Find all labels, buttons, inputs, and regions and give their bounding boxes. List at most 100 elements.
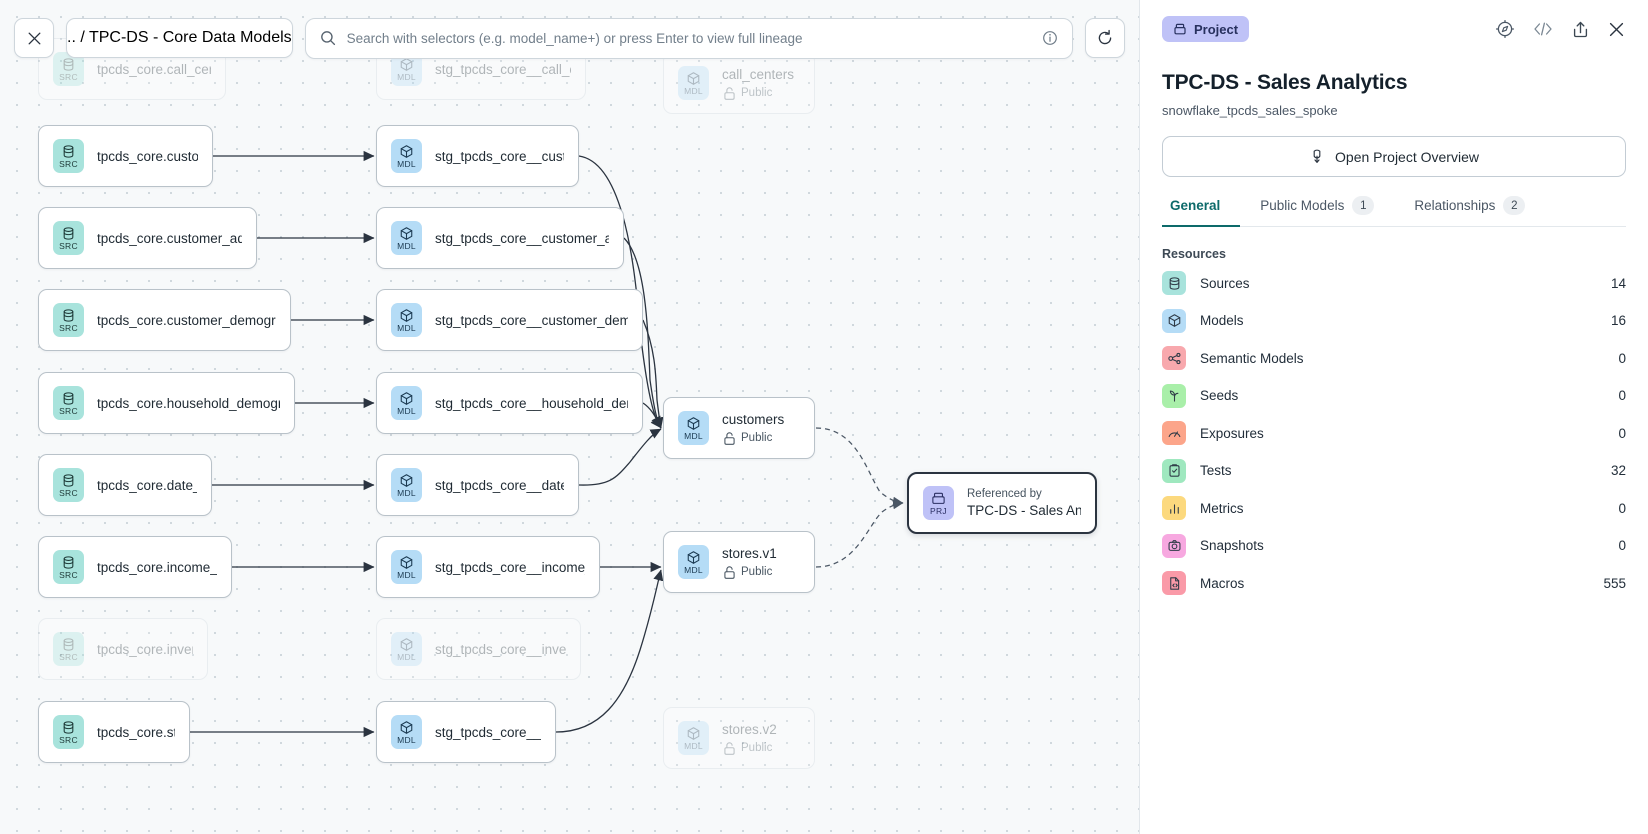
- node-label: stg_tpcds_core__income_band: [435, 559, 585, 575]
- node-type-abbr: MDL: [397, 71, 416, 82]
- resource-row-tests[interactable]: Tests 32: [1162, 456, 1626, 487]
- node-type-badge-src: SRC: [53, 221, 84, 255]
- node-visibility-label: Public: [741, 87, 773, 99]
- node-type-badge-mdl: MDL: [678, 66, 709, 100]
- node-label: tpcds_core.call_center: [97, 61, 211, 77]
- share-icon[interactable]: [1571, 20, 1590, 39]
- database-icon: [63, 57, 74, 71]
- node-type-abbr: MDL: [397, 651, 416, 662]
- lineage-node-stg-tpcds-core-inventory[interactable]: MDL stg_tpcds_core__inventory: [376, 618, 581, 680]
- database-icon: [1162, 271, 1186, 296]
- node-type-abbr: SRC: [59, 651, 78, 662]
- code-icon[interactable]: [1532, 20, 1554, 38]
- node-type-abbr: MDL: [397, 240, 416, 251]
- resource-label: Tests: [1200, 463, 1232, 479]
- refresh-button[interactable]: [1085, 18, 1125, 58]
- node-type-abbr: SRC: [59, 240, 78, 251]
- project-icon: [1174, 23, 1186, 35]
- resource-label: Metrics: [1200, 500, 1244, 516]
- node-visibility-label: Public: [741, 742, 773, 754]
- resource-row-snapshots[interactable]: Snapshots 0: [1162, 531, 1626, 562]
- lineage-canvas[interactable]: SRCtpcds_core.call_centerSRCtpcds_core.c…: [0, 0, 1139, 834]
- clipboard-check-icon: [1162, 458, 1186, 483]
- lineage-node-stg-tpcds-core-household-demogr-[interactable]: MDLstg_tpcds_core__household_demogr…: [376, 372, 643, 434]
- lineage-node-tpcds-core-household-demographics[interactable]: SRC tpcds_core.household_demographics: [38, 372, 295, 434]
- resource-row-models[interactable]: Models 16: [1162, 306, 1626, 337]
- node-type-abbr: PRJ: [930, 505, 947, 516]
- page-title: TPC-DS - Sales Analytics: [1162, 71, 1408, 94]
- node-type-badge-src: SRC: [53, 386, 84, 420]
- unlock-icon: [724, 431, 735, 445]
- open-project-overview-button[interactable]: Open Project Overview: [1162, 136, 1626, 177]
- tab-count: 2: [1503, 196, 1526, 215]
- cube-icon: [400, 57, 413, 71]
- cube-icon: [400, 637, 413, 651]
- resources-list: Sources 14 Models 16 Semantic Models 0 S…: [1162, 268, 1626, 599]
- resource-count: 32: [1610, 463, 1626, 479]
- node-text: stg_tpcds_core__call_center: [435, 61, 571, 78]
- node-type-badge-mdl: MDL: [678, 411, 709, 445]
- node-type-abbr: MDL: [684, 564, 703, 575]
- file-code-icon: [1162, 571, 1186, 596]
- search-input[interactable]: [346, 30, 1031, 46]
- node-type-badge-mdl: MDL: [391, 386, 422, 420]
- search-bar[interactable]: [304, 17, 1073, 59]
- breadcrumb[interactable]: .. / TPC-DS - Core Data Models: [66, 18, 293, 58]
- resource-row-semantic-models[interactable]: Semantic Models 0: [1162, 343, 1626, 374]
- close-panel-icon[interactable]: [1607, 20, 1626, 39]
- close-lineage-button[interactable]: [14, 18, 54, 58]
- node-label: tpcds_core.inventory: [97, 641, 193, 657]
- resource-row-exposures[interactable]: Exposures 0: [1162, 418, 1626, 449]
- node-text: tpcds_core.call_center: [97, 61, 211, 78]
- explore-icon[interactable]: [1495, 19, 1515, 39]
- bar-chart-icon: [1162, 496, 1186, 521]
- resource-row-metrics[interactable]: Metrics 0: [1162, 493, 1626, 524]
- resource-count: 0: [1618, 500, 1626, 516]
- resource-row-sources[interactable]: Sources 14: [1162, 268, 1626, 299]
- node-label: tpcds_core.customer_demographics: [97, 312, 276, 328]
- cube-icon: [1168, 314, 1180, 328]
- node-type-abbr: MDL: [684, 85, 703, 96]
- node-type-badge-src: SRC: [53, 715, 84, 749]
- lineage-node-stg-tpcds-core-customer-demogra-[interactable]: MDLstg_tpcds_core__customer_demogra…: [376, 289, 643, 351]
- resource-label: Snapshots: [1200, 538, 1264, 554]
- node-text: tpcds_core.customer_demographics: [97, 312, 276, 329]
- lineage-node-tpcds-core-inventory[interactable]: SRC tpcds_core.inventory: [38, 618, 208, 680]
- tab-general[interactable]: General: [1162, 196, 1241, 227]
- node-visibility: Public: [722, 86, 794, 101]
- node-label: tpcds_core.household_demographics: [97, 395, 280, 411]
- node-visibility: Public: [722, 431, 784, 446]
- resource-type-pill: Project: [1162, 16, 1250, 42]
- cube-icon: [687, 726, 700, 740]
- resource-row-macros[interactable]: Macros 555: [1162, 568, 1626, 599]
- resource-count: 0: [1618, 538, 1626, 554]
- node-text: stg_tpcds_core__inventory: [435, 641, 566, 658]
- cube-icon: [687, 71, 700, 85]
- resource-row-seeds[interactable]: Seeds 0: [1162, 381, 1626, 412]
- node-type-badge-src: SRC: [53, 468, 84, 502]
- info-icon[interactable]: [1042, 30, 1058, 46]
- resource-label: Models: [1200, 313, 1244, 329]
- graph-node-icon: [1167, 352, 1180, 364]
- node-type-badge-mdl: MDL: [391, 715, 422, 749]
- node-type-abbr: SRC: [59, 569, 78, 580]
- node-text: tpcds_core.inventory: [97, 641, 193, 658]
